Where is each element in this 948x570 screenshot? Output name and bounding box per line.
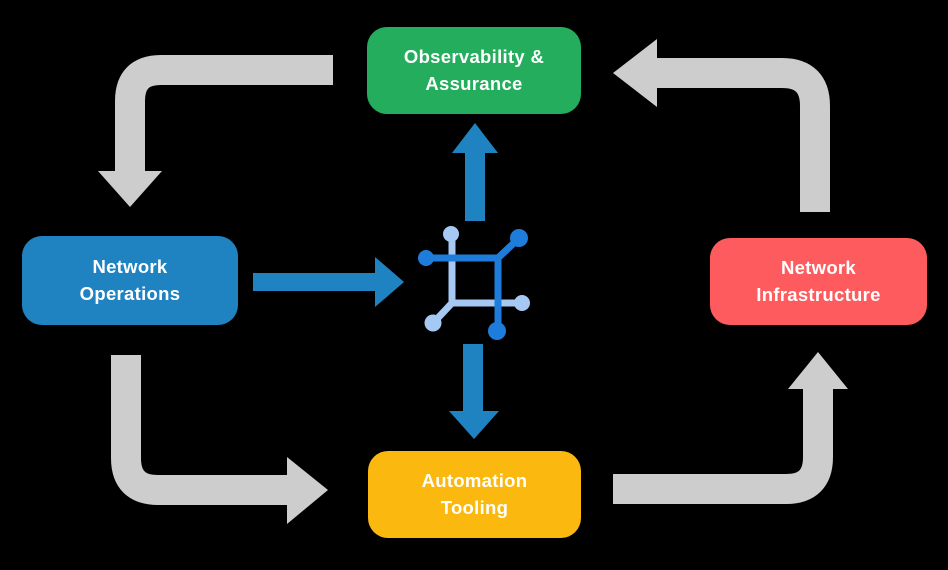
node-observability-assurance: Observability & Assurance [367, 27, 581, 114]
arrowhead-down-icon [449, 411, 499, 439]
node-automation-tooling: Automation Tooling [368, 451, 581, 538]
arrowhead-right-icon [375, 257, 404, 307]
network-mesh-icon [418, 226, 530, 340]
arrowhead-up-icon [788, 352, 848, 389]
flow-arrow-center-to-automation [449, 344, 499, 439]
cycle-arrow-observability-to-operations [98, 55, 333, 207]
arrowhead-left-icon [613, 39, 657, 107]
cycle-arrow-automation-to-infrastructure [613, 352, 848, 504]
cycle-arrow-operations-to-automation [111, 355, 328, 524]
network-mesh-icon-light-dots [424, 226, 530, 332]
network-mesh-icon-dark-dots [418, 229, 528, 340]
node-network-infrastructure: Network Infrastructure [710, 238, 927, 325]
flow-arrow-center-to-observability [452, 123, 498, 221]
arrowhead-right-icon [287, 457, 328, 524]
cycle-arrow-infrastructure-to-observability [613, 39, 830, 212]
arrowhead-up-icon [452, 123, 498, 153]
node-network-operations: Network Operations [22, 236, 238, 325]
arrowhead-down-icon [98, 171, 162, 207]
flow-arrow-operations-to-center [253, 257, 404, 307]
